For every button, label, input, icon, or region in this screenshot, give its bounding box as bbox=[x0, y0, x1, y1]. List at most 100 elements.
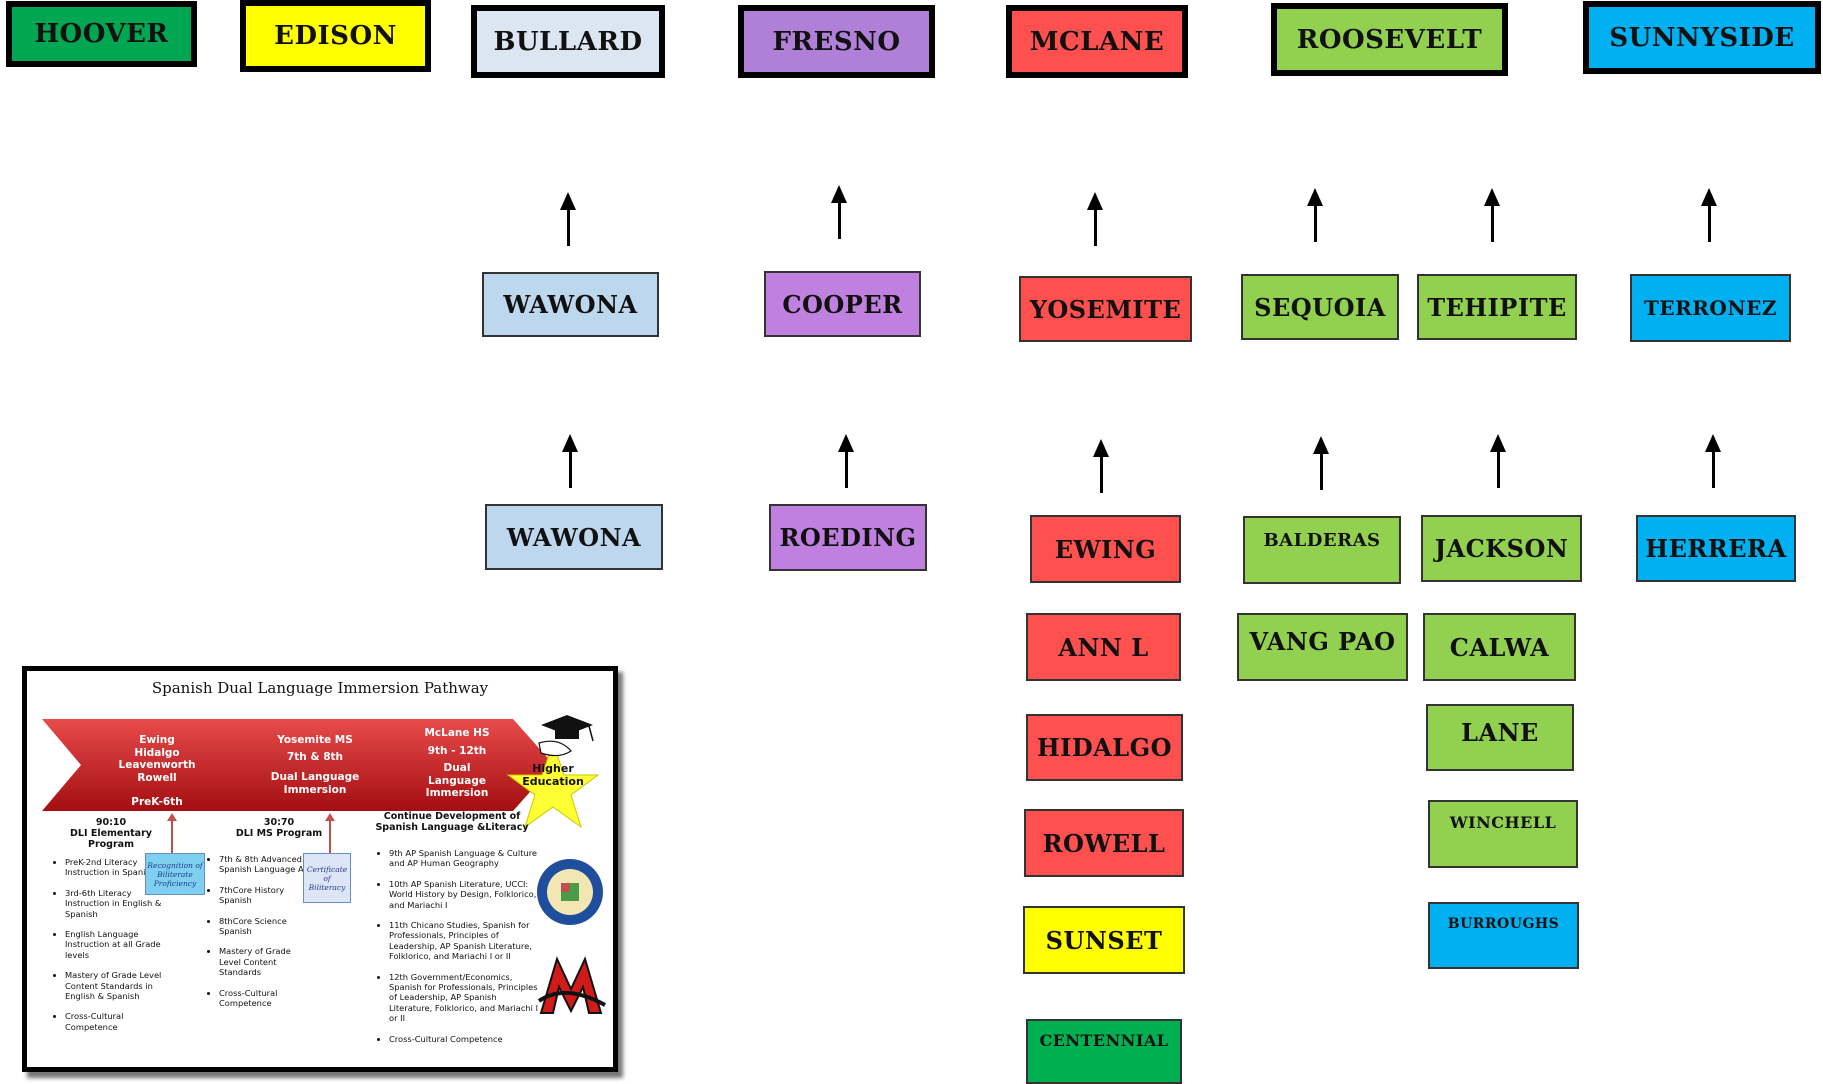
elementary-school-box: HIDALGO bbox=[1026, 714, 1183, 781]
school-label: CALWA bbox=[1449, 632, 1550, 662]
elementary-school-box: WAWONA bbox=[485, 504, 663, 570]
recognition-certificate-icon: Recognition of Biliterate Proficiency bbox=[145, 853, 205, 895]
seal-of-biliteracy-icon bbox=[537, 859, 603, 925]
stage-line: Language bbox=[428, 774, 486, 787]
elementary-school-box: VANG PAO bbox=[1237, 613, 1408, 681]
up-arrow bbox=[560, 192, 576, 246]
high-school-box: EDISON bbox=[240, 0, 431, 72]
school-logo-icon bbox=[537, 956, 606, 1014]
school-label: BURROUGHS bbox=[1447, 916, 1560, 932]
list-item: 3rd-6th Literacy Instruction in English … bbox=[65, 888, 165, 919]
school-label: WINCHELL bbox=[1449, 813, 1557, 832]
stage-text: Yosemite MS 7th & 8th Dual Language Imme… bbox=[255, 734, 375, 796]
pathway-inset: Spanish Dual Language Immersion Pathway … bbox=[22, 666, 618, 1072]
school-label: FRESNO bbox=[772, 26, 901, 57]
school-label: HERRERA bbox=[1645, 534, 1787, 563]
heading-line: Continue Development of bbox=[383, 811, 521, 822]
high-school-box: SUNNYSIDE bbox=[1583, 1, 1821, 74]
middle-school-box: YOSEMITE bbox=[1019, 276, 1192, 342]
school-label: EWING bbox=[1054, 534, 1157, 564]
list-item: Mastery of Grade Level Content Standards bbox=[219, 946, 315, 977]
list-item: 8thCore Science Spanish bbox=[219, 916, 315, 937]
list-item: English Language Instruction at all Grad… bbox=[65, 929, 165, 960]
school-label: BULLARD bbox=[493, 26, 643, 57]
up-arrow bbox=[562, 434, 578, 488]
list-item: 7thCore History Spanish bbox=[219, 885, 315, 906]
high-school-box: HOOVER bbox=[6, 1, 197, 67]
stage-line: 7th & 8th bbox=[286, 750, 344, 763]
up-arrow bbox=[1307, 188, 1323, 242]
stage-chevron bbox=[42, 719, 254, 811]
up-arrow bbox=[1701, 188, 1717, 242]
elementary-school-box: EWING bbox=[1030, 515, 1181, 583]
heading-line: 90:10 bbox=[95, 817, 127, 828]
stage-chevron bbox=[202, 719, 403, 811]
school-label: SUNNYSIDE bbox=[1609, 22, 1795, 53]
goal-label: Higher Education bbox=[522, 762, 584, 788]
school-label: VANG PAO bbox=[1249, 627, 1396, 656]
list-item: 10th AP Spanish Literature, UCCI: World … bbox=[389, 879, 539, 910]
elementary-school-box: CENTENNIAL bbox=[1026, 1019, 1182, 1084]
school-label: YOSEMITE bbox=[1029, 294, 1182, 324]
stage-line: 9th - 12th bbox=[427, 744, 487, 757]
middle-school-box: TERRONEZ bbox=[1630, 274, 1791, 342]
school-label: SEQUOIA bbox=[1254, 292, 1386, 322]
middle-school-box: COOPER bbox=[764, 271, 921, 337]
school-label: HIDALGO bbox=[1036, 733, 1173, 762]
stage-line: Yosemite MS bbox=[277, 734, 353, 746]
connector-arrows bbox=[167, 813, 335, 855]
column-heading: Continue Development of Spanish Language… bbox=[367, 811, 537, 833]
pathway-title: Spanish Dual Language Immersion Pathway bbox=[151, 679, 489, 697]
elementary-school-box: JACKSON bbox=[1421, 515, 1582, 582]
school-label: ROEDING bbox=[779, 523, 917, 552]
school-label: WAWONA bbox=[503, 290, 638, 319]
up-arrow bbox=[1484, 188, 1500, 242]
list-item: 11th Chicano Studies, Spanish for Profes… bbox=[389, 920, 539, 962]
school-label: MCLANE bbox=[1029, 26, 1165, 57]
school-label: WAWONA bbox=[506, 522, 642, 552]
up-arrow bbox=[1705, 434, 1721, 488]
up-arrow bbox=[1093, 439, 1109, 493]
high-school-box: MCLANE bbox=[1006, 5, 1188, 78]
school-label: ANN L bbox=[1058, 632, 1149, 662]
certificate-label: Certificate of Biliteracy bbox=[306, 864, 348, 892]
stage-line: Leavenworth bbox=[118, 759, 196, 771]
school-label: ROOSEVELT bbox=[1296, 24, 1483, 55]
stage-line: McLane HS bbox=[424, 727, 490, 739]
middle-school-box: SEQUOIA bbox=[1241, 274, 1399, 340]
biliteracy-certificate-icon: Certificate of Biliteracy bbox=[303, 853, 351, 903]
certificate-label: Recognition of Biliterate Proficiency bbox=[147, 860, 203, 888]
elementary-school-box: BALDERAS bbox=[1243, 516, 1401, 584]
stage-line: PreK-6th bbox=[131, 796, 183, 808]
elementary-school-box: SUNSET bbox=[1023, 906, 1185, 974]
list-item: Cross-Cultural Competence bbox=[389, 1034, 539, 1044]
school-label: BALDERAS bbox=[1263, 530, 1381, 551]
up-arrow bbox=[1490, 434, 1506, 488]
school-label: ROWELL bbox=[1042, 828, 1166, 858]
up-arrow bbox=[831, 185, 847, 239]
school-label: CENTENNIAL bbox=[1039, 1031, 1169, 1050]
column-heading: 90:10 DLI Elementary Program bbox=[51, 817, 171, 850]
heading-line: Spanish Language &Literacy bbox=[375, 822, 529, 833]
heading-line: DLI Elementary bbox=[70, 828, 152, 839]
heading-line: 30:70 bbox=[263, 817, 295, 828]
stage-line: Dual bbox=[443, 762, 471, 774]
list-item: PreK-2nd Literacy Instruction in Spanish bbox=[65, 857, 165, 878]
elementary-school-box: BURROUGHS bbox=[1428, 902, 1579, 969]
list-item: 12th Government/Economics, Spanish for P… bbox=[389, 972, 539, 1024]
elementary-school-box: ANN L bbox=[1026, 613, 1181, 681]
school-label: TEHIPITE bbox=[1427, 292, 1567, 322]
elementary-school-box: WINCHELL bbox=[1428, 800, 1578, 868]
school-label: LANE bbox=[1461, 718, 1539, 747]
school-label: SUNSET bbox=[1045, 925, 1163, 955]
stage-line: Immersion bbox=[283, 783, 347, 796]
middle-school-box: TEHIPITE bbox=[1417, 274, 1577, 340]
stage-text: Ewing Hidalgo Leavenworth Rowell PreK-6t… bbox=[97, 734, 217, 809]
up-arrow bbox=[1313, 436, 1329, 490]
star-icon bbox=[506, 741, 600, 829]
stage-chevron bbox=[355, 719, 554, 811]
list-item: Cross-Cultural Competence bbox=[65, 1011, 165, 1032]
pathway-chevrons bbox=[42, 715, 600, 829]
high-school-box: FRESNO bbox=[738, 5, 935, 78]
stage-line: Rowell bbox=[137, 771, 177, 784]
